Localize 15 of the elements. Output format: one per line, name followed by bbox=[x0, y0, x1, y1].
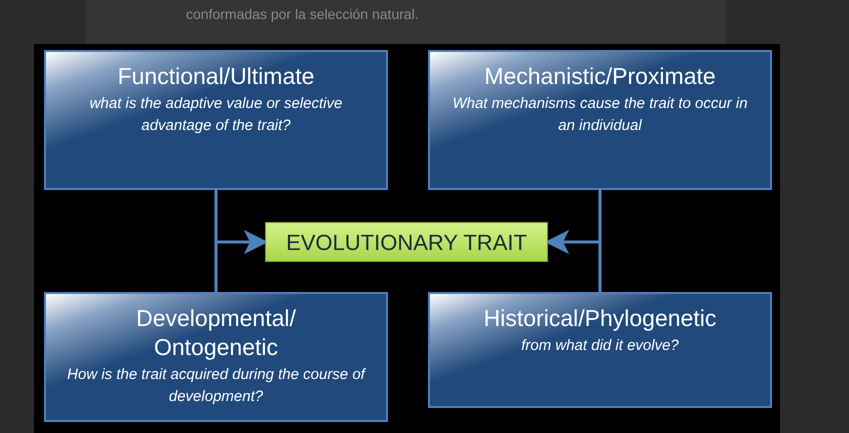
category-card bbox=[44, 50, 388, 190]
card-heading: Functional/Ultimate bbox=[118, 62, 314, 91]
category-card bbox=[428, 50, 772, 190]
trait-box bbox=[265, 222, 548, 262]
card-question: from what did it evolve? bbox=[521, 336, 679, 356]
card-question: How is the trait acquired during the course of development? bbox=[66, 365, 366, 407]
category-card bbox=[428, 292, 772, 408]
trait-label: EVOLUTIONARY TRAIT bbox=[286, 228, 527, 256]
card-question: What mechanisms cause the trait to occur in an individual bbox=[451, 94, 749, 136]
tweet-text: conformadas por la selección natural. bbox=[186, 5, 419, 24]
card-heading: Mechanistic/Proximate bbox=[484, 62, 716, 91]
category-card bbox=[44, 292, 388, 422]
card-heading: Developmental/ Ontogenetic bbox=[135, 304, 297, 362]
card-heading: Historical/Phylogenetic bbox=[484, 304, 716, 333]
card-question: what is the adaptive value or selective advantage of the trait? bbox=[88, 94, 344, 136]
